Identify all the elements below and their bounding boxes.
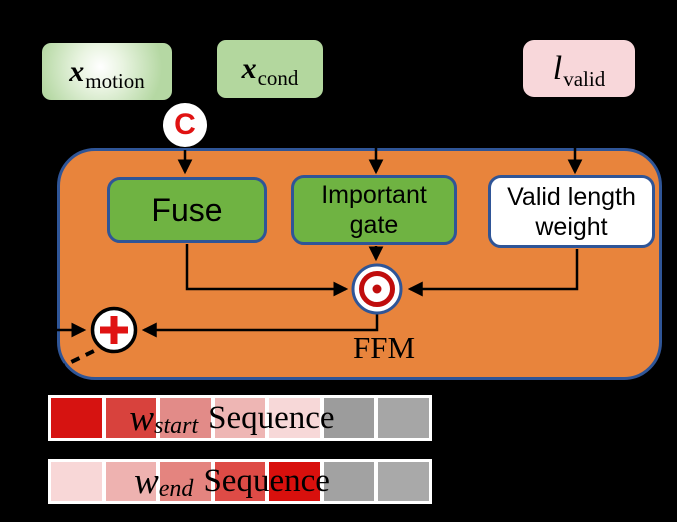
sequence-cell (214, 398, 266, 438)
sequence-cell (160, 462, 211, 501)
l-valid-label: lvalid (552, 49, 606, 91)
ffm-module-label: FFM (352, 330, 416, 365)
sequence-cell (378, 462, 430, 501)
x-motion-label: xmotion (69, 54, 145, 93)
input-box-l-valid: lvalid (523, 40, 635, 97)
input-box-x-cond: xcond (217, 40, 323, 98)
sequence-cell (51, 462, 102, 501)
fuse-block: Fuse (107, 177, 267, 243)
input-box-x-motion: xmotion (42, 43, 172, 100)
sequence-cell (323, 398, 375, 438)
sequence-row-start (48, 395, 432, 441)
sequence-cell (51, 398, 102, 438)
sequence-cell (378, 398, 430, 438)
w-start-symbol: w (129, 397, 155, 439)
w-end-symbol: w (134, 461, 159, 502)
important-gate-block: Important gate (291, 175, 457, 245)
x-cond-label: xcond (241, 52, 299, 90)
sequence-cell (269, 398, 320, 438)
sequence-cell (160, 398, 211, 438)
valid-length-weight-block: Valid length weight (488, 175, 655, 248)
sequence-cell (214, 462, 266, 501)
sequence-cell (105, 462, 157, 501)
valid-length-weight-label: Valid length weight (507, 182, 636, 241)
sequence-cell (323, 462, 375, 501)
fuse-label: Fuse (151, 191, 223, 228)
sequence-row-end (48, 459, 432, 504)
concat-label: C (174, 108, 196, 141)
sequence-cell (269, 462, 320, 501)
sequence-cell (105, 398, 157, 438)
important-gate-label: Important gate (321, 181, 427, 239)
